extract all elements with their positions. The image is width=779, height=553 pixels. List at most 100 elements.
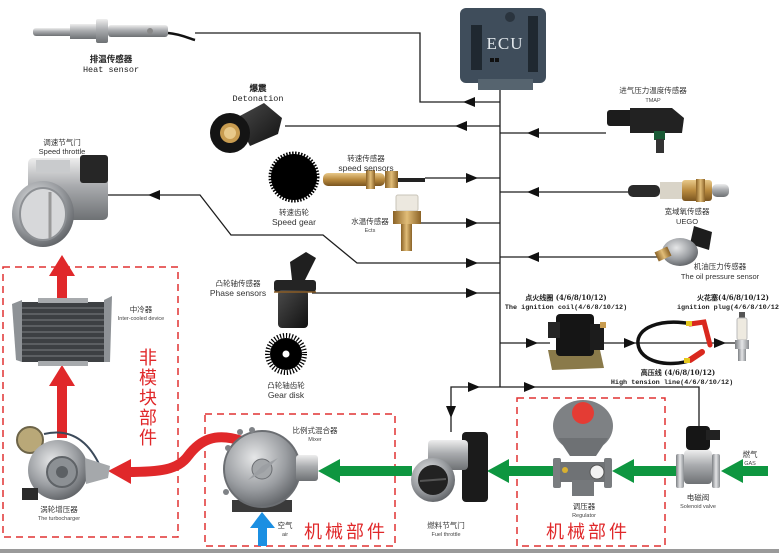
gas-flow-arrow-shaft xyxy=(336,466,412,476)
ecu-led xyxy=(495,58,499,62)
air-intake-arrow-shaft xyxy=(258,526,267,546)
ignition-coil: 点火线圈 (4/6/8/10/12) The ignition coil(4/6… xyxy=(505,293,627,370)
mechanical-group-label-left: 机械部件 xyxy=(304,522,388,543)
ecu-unit: ECU xyxy=(460,8,546,90)
mechanical-group-label-right: 机械部件 xyxy=(546,522,630,543)
arrow-left-icon xyxy=(148,190,160,200)
red-flow-arrow-shaft xyxy=(57,382,67,438)
fuel-throttle-label-en: Fuel throttle xyxy=(431,532,460,538)
group-char: 部 xyxy=(139,408,157,429)
arrow-right-icon xyxy=(524,382,536,392)
arrow-right-icon xyxy=(624,338,636,348)
speed-sensor-label-zh: 转速传感器 xyxy=(347,153,385,163)
speed-gear: 转速齿轮 Speed gear xyxy=(268,151,320,227)
arrow-right-icon xyxy=(466,173,478,183)
arrow-left-icon xyxy=(463,97,475,107)
mixer-label-zh: 比例式混合器 xyxy=(293,425,338,435)
gas-flow-arrow-left-icon xyxy=(612,459,634,483)
high-tension-label-en: High tension line(4/6/8/10/12) xyxy=(611,379,733,387)
fuel-throttle: 燃料节气门 Fuel throttle xyxy=(411,432,488,538)
air-label-zh: 空气 xyxy=(278,520,293,530)
ecu-connector xyxy=(478,79,533,90)
gas-flow-arrow-shaft xyxy=(738,466,768,476)
arrow-right-icon xyxy=(466,258,478,268)
ecu-port xyxy=(505,12,515,22)
spark-plug-label-zh: 火花塞(4/6/8/10/12) xyxy=(697,293,769,302)
speed-throttle-label-zh: 调速节气门 xyxy=(43,137,81,147)
detonation-label-zh: 爆震 xyxy=(249,83,267,94)
ecu-vent xyxy=(528,16,538,72)
intercooler-label-zh: 中冷器 xyxy=(130,304,153,314)
speed-throttle-wire xyxy=(107,194,500,264)
oil-pressure-sensor: 机油压力传感器 The oil pressure sensor xyxy=(654,226,760,281)
heat-sensor-label-en: Heat sensor xyxy=(83,65,139,75)
speed-gear-label-en: Speed gear xyxy=(272,217,316,227)
fuel-throttle-label-zh: 燃料节气门 xyxy=(427,520,465,530)
arrow-left-icon xyxy=(527,128,539,138)
arrow-left-icon xyxy=(527,252,539,262)
red-flow-arrow-up-icon xyxy=(49,365,75,386)
gas-label-zh: 燃气 xyxy=(743,449,758,459)
phase-sensor: 凸轮轴传感器 Phase sensors xyxy=(210,252,316,328)
red-flow-arrow-left-icon xyxy=(108,459,131,484)
turbocharger: 涡轮增压器 The turbocharger xyxy=(16,426,110,522)
speed-sensor-label-en: speed sensors xyxy=(338,163,393,173)
ignition-coil-label-zh: 点火线圈 (4/6/8/10/12) xyxy=(525,293,606,302)
gas-flow-arrow-shaft xyxy=(505,466,557,476)
gear-disk-label-en: Gear disk xyxy=(268,390,305,400)
ects-label-zh: 水温传感器 xyxy=(351,216,389,226)
air-intake: 空气 air xyxy=(278,520,293,538)
tmap-label-zh: 进气压力温度传感器 xyxy=(619,85,687,95)
oil-pressure-label-en: The oil pressure sensor xyxy=(681,272,760,281)
gas-flow-arrow-left-icon xyxy=(487,459,509,483)
high-tension-line: 高压线 (4/6/8/10/12) High tension line(4/6/… xyxy=(611,319,733,387)
intercooler: 中冷器 Inter-cooled device xyxy=(12,296,164,366)
arrow-left-icon xyxy=(455,121,467,131)
gas-flow-arrow-left-icon xyxy=(318,459,340,483)
heat-sensor-wire xyxy=(195,32,500,103)
tmap-label-en: TMAP xyxy=(645,98,661,104)
speed-sensor: 转速传感器 speed sensors xyxy=(323,153,425,189)
regulator-label-en: Regulator xyxy=(572,513,596,519)
heat-sensor-label-zh: 排温传感器 xyxy=(90,54,133,65)
arrow-right-icon xyxy=(526,338,538,348)
ignition-coil-label-en: The ignition coil(4/6/8/10/12) xyxy=(505,304,627,312)
tmap-sensor: 进气压力温度传感器 TMAP xyxy=(607,85,687,153)
ecu-led xyxy=(490,58,494,62)
spark-plug: 火花塞(4/6/8/10/12) ignition plug(4/6/8/10/… xyxy=(677,293,779,361)
group-char: 模 xyxy=(139,368,157,389)
spark-plug-label-en: ignition plug(4/6/8/10/12) xyxy=(677,304,779,312)
non-module-group-label: 非 模 块 部 件 xyxy=(139,348,157,449)
solenoid-valve-label-zh: 电磁阀 xyxy=(687,492,710,502)
bottom-border xyxy=(0,549,779,553)
solenoid-valve-label-en: Solenoid valve xyxy=(680,504,716,510)
group-char: 非 xyxy=(139,348,157,369)
air-flow-arrows xyxy=(49,255,275,546)
regulator-label-zh: 调压器 xyxy=(573,502,596,511)
ects-label-en: Ects xyxy=(365,228,376,234)
gas-flow-arrows xyxy=(318,459,768,483)
arrow-right-icon xyxy=(468,382,480,392)
intercooler-label-en: Inter-cooled device xyxy=(118,316,164,322)
speed-throttle: 调速节气门 Speed throttle xyxy=(12,137,108,247)
detonation-label-en: Detonation xyxy=(232,94,283,104)
phase-sensor-label-en: Phase sensors xyxy=(210,288,266,298)
red-flow-arrow-shaft xyxy=(57,274,67,302)
air-label-en: air xyxy=(282,532,288,538)
arrow-down-icon xyxy=(446,406,456,418)
heat-sensor: 排温传感器 Heat sensor xyxy=(33,19,196,75)
speed-gear-label-zh: 转速齿轮 xyxy=(279,207,309,217)
group-char: 块 xyxy=(139,388,157,409)
oil-pressure-label-zh: 机油压力传感器 xyxy=(694,261,747,271)
ects-sensor: 水温传感器 Ects xyxy=(351,194,421,251)
gas-flow-arrow-shaft xyxy=(630,466,676,476)
arrow-right-icon xyxy=(714,338,726,348)
arrow-right-icon xyxy=(466,218,478,228)
ecu-vent xyxy=(471,25,482,70)
uego-label-en: UEGO xyxy=(676,217,698,226)
gear-disk: 凸轮轴齿轮 Gear disk xyxy=(265,333,307,400)
speed-throttle-label-en: Speed throttle xyxy=(39,147,86,156)
gear-disk-label-zh: 凸轮轴齿轮 xyxy=(267,380,305,390)
air-intake-arrow-up-icon xyxy=(250,512,275,528)
group-char: 件 xyxy=(139,428,157,449)
